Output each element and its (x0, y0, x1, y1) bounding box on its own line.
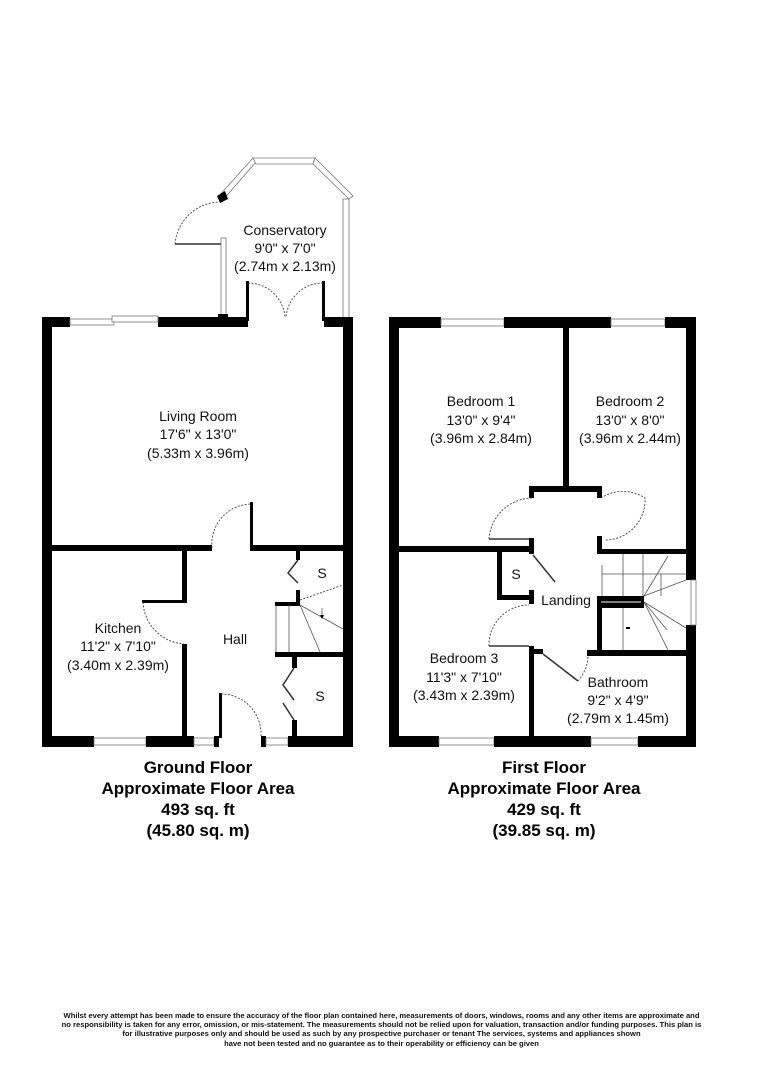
floor-area-imperial: 493 sq. ft (161, 800, 235, 819)
conservatory-imperial: 9'0" x 7'0" (254, 240, 315, 256)
living-room-metric: (5.33m x 3.96m) (147, 445, 249, 461)
floor-area-subtitle: Approximate Floor Area (447, 779, 641, 798)
first-floor-plan (389, 317, 697, 747)
landing-name: Landing (541, 592, 591, 608)
bathroom-metric: (2.79m x 1.45m) (567, 710, 669, 726)
floor-title: First Floor (501, 758, 587, 777)
bedroom-3-metric: (3.43m x 2.39m) (413, 687, 515, 703)
bedroom-2-metric: (3.96m x 2.44m) (579, 430, 681, 446)
disclaimer-line: no responsibility is taken for any error… (61, 1020, 702, 1030)
bathroom-imperial: 9'2" x 4'9" (587, 692, 648, 708)
floor-area-imperial: 429 sq. ft (507, 800, 581, 819)
conservatory-name: Conservatory (243, 222, 326, 238)
bedroom-1-name: Bedroom 1 (447, 393, 516, 409)
storage-label: S (315, 688, 324, 704)
living-room-imperial: 17'6" x 13'0" (160, 426, 237, 442)
ground-floor-plan (42, 157, 354, 747)
floor-title: Ground Floor (143, 758, 253, 777)
ground-floor-labels: Conservatory 9'0" x 7'0" (2.74m x 2.13m)… (67, 222, 336, 704)
bedroom-2-name: Bedroom 2 (596, 393, 665, 409)
storage-label: S (317, 565, 326, 581)
kitchen-name: Kitchen (95, 620, 142, 636)
floor-area-metric: (39.85 sq. m) (492, 821, 596, 840)
gf-wall-left (42, 317, 52, 747)
conservatory-metric: (2.74m x 2.13m) (234, 258, 336, 274)
disclaimer-line: for illustrative purposes only and shoul… (122, 1029, 641, 1039)
hall-name: Hall (223, 631, 247, 647)
storage-label: S (511, 566, 520, 582)
conservatory-glazing (174, 157, 354, 322)
ground-floor-summary: Ground Floor Approximate Floor Area 493 … (48, 757, 348, 841)
kitchen-metric: (3.40m x 2.39m) (67, 657, 169, 673)
bedroom-1-metric: (3.96m x 2.84m) (430, 430, 532, 446)
first-floor-labels: Bedroom 1 13'0" x 9'4" (3.96m x 2.84m) B… (413, 393, 681, 726)
disclaimer-line: Whilst every attempt has been made to en… (63, 1011, 700, 1020)
bathroom-name: Bathroom (588, 674, 649, 690)
bedroom-3-name: Bedroom 3 (430, 650, 499, 666)
disclaimer-line: have not been tested and no guarantee as… (224, 1038, 539, 1048)
gf-wall-right (343, 317, 353, 747)
disclaimer: Whilst every attempt has been made to en… (10, 1011, 753, 1048)
bedroom-2-imperial: 13'0" x 8'0" (596, 412, 665, 428)
floor-area-subtitle: Approximate Floor Area (101, 779, 295, 798)
first-floor-summary: First Floor Approximate Floor Area 429 s… (394, 757, 694, 841)
living-room-name: Living Room (159, 408, 237, 424)
floor-area-metric: (45.80 sq. m) (146, 821, 250, 840)
bedroom-1-imperial: 13'0" x 9'4" (447, 412, 516, 428)
kitchen-imperial: 11'2" x 7'10" (80, 638, 156, 654)
bedroom-3-imperial: 11'3" x 7'10" (426, 669, 502, 685)
